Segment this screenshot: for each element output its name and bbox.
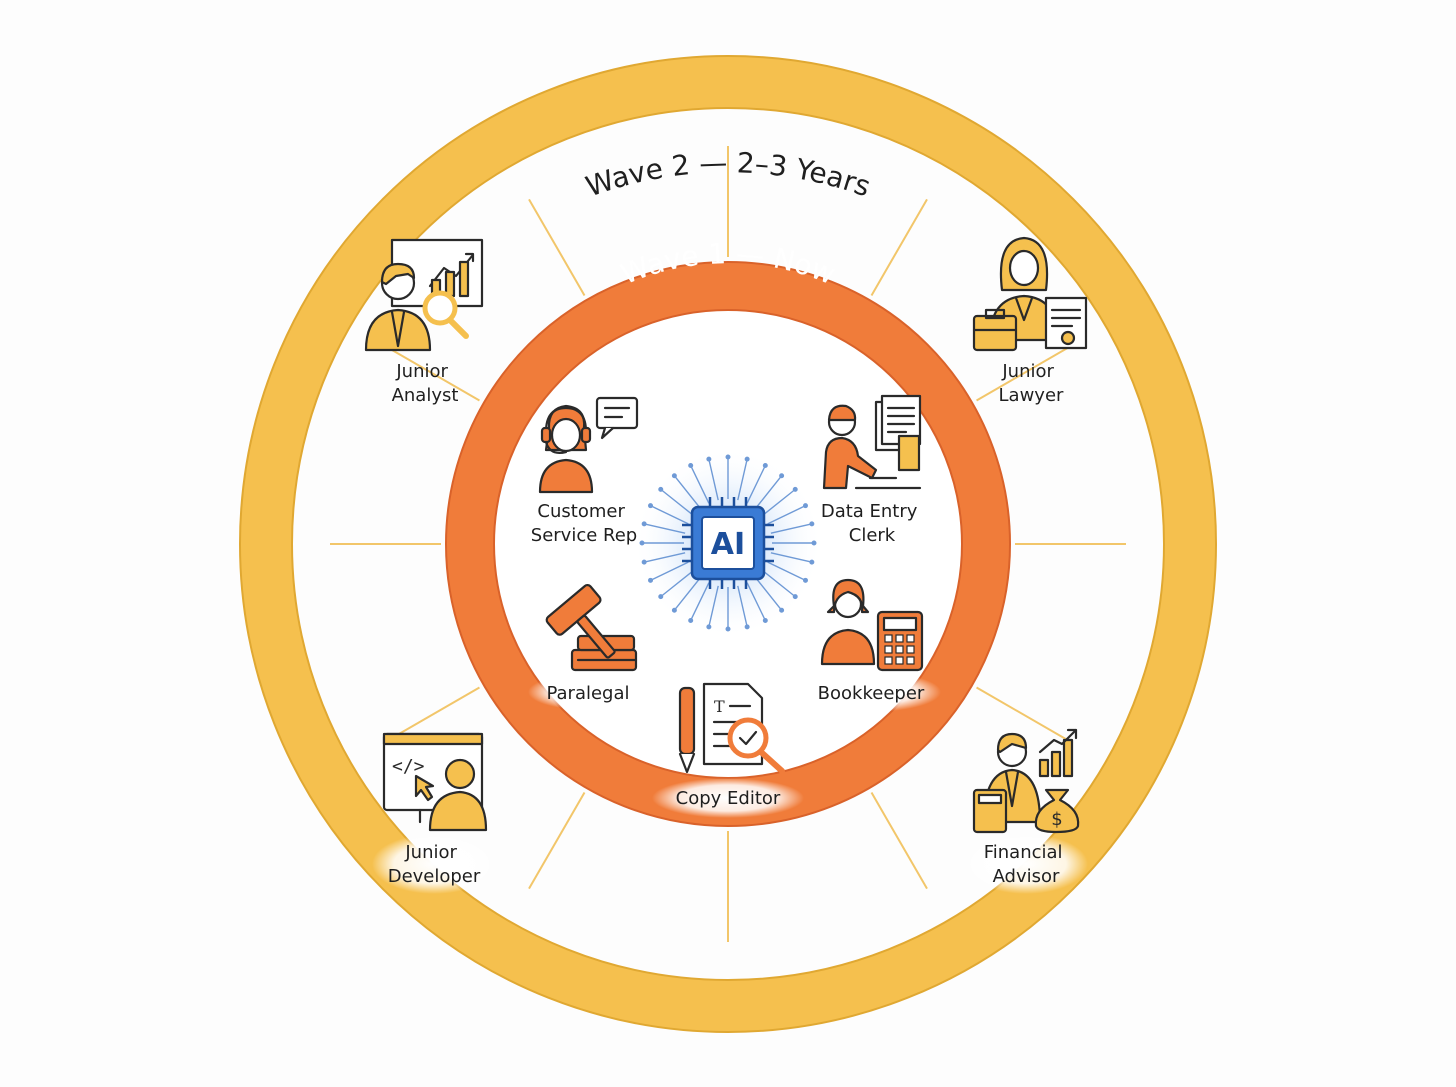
role-customer-service-rep: Customer Service Rep [531,501,637,546]
analyst-chart-icon [364,238,484,352]
headset-agent-icon [538,396,639,494]
outer-ring [240,56,1216,1032]
desk-computer-icon [822,394,922,490]
role-financial-advisor: Financial Advisor [984,842,1069,887]
role-paralegal: Paralegal [546,683,629,704]
role-data-entry-clerk: Data Entry Clerk [821,501,923,546]
ai-chip-icon: AI [633,448,823,638]
role-copy-editor: Copy Editor [676,788,781,809]
svg-text:T: T [714,697,725,716]
gavel-books-icon [545,583,638,672]
role-junior-developer: Junior Developer [388,842,481,887]
role-junior-analyst: Junior Analyst [392,361,459,406]
role-bookkeeper: Bookkeeper [818,683,925,704]
document-magnifier-icon: T [678,682,785,774]
ai-label: AI [711,527,745,562]
svg-text:</>: </> [392,756,425,777]
code-screen-icon: </> [382,732,488,832]
role-junior-lawyer: Junior Lawyer [999,361,1065,406]
advisor-moneybag-icon: $ [972,728,1080,834]
svg-text:$: $ [1051,809,1062,830]
calculator-person-icon [820,578,924,672]
lawyer-briefcase-icon [972,236,1088,352]
